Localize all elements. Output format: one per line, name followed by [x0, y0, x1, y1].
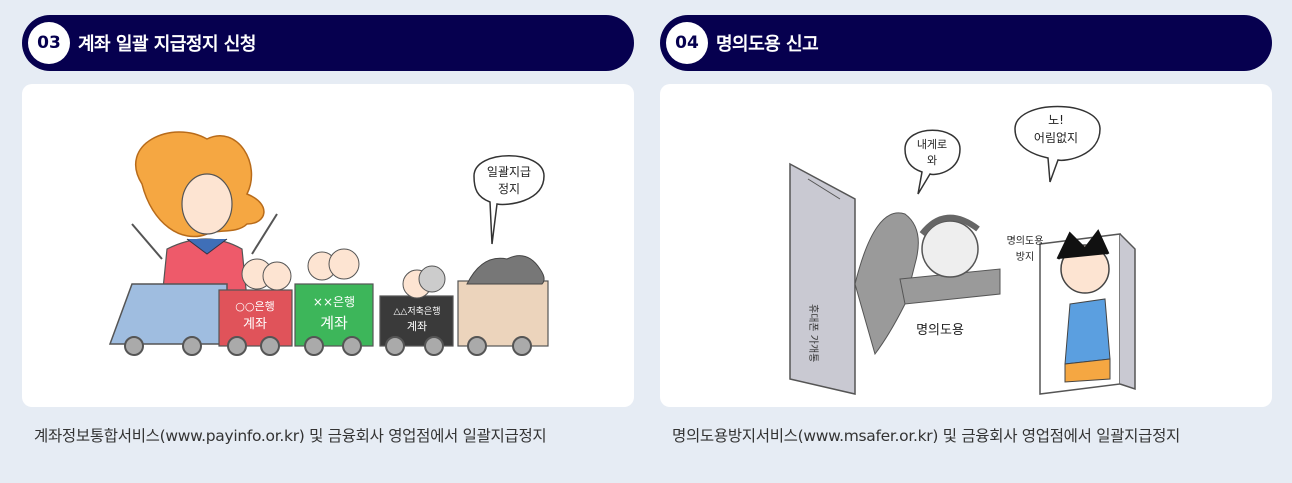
bubble-right-line-1: 노! [1048, 113, 1064, 127]
car-3-label-top: △△저축은행 [394, 305, 441, 317]
bubble-right-line-2: 어림없지 [1034, 131, 1078, 145]
card-header: 03 계좌 일괄 지급정지 신청 [22, 15, 634, 71]
bubble-line-2: 정지 [498, 182, 520, 196]
card-account-suspension: 03 계좌 일괄 지급정지 신청 [22, 15, 634, 449]
bottom-label: 명의도용 [916, 323, 964, 338]
card-identity-theft-report: 04 명의도용 신고 휴대폰 가개통 내게로 와 [660, 15, 1272, 449]
middle-sign-line-1: 명의도용 [1007, 235, 1044, 247]
car-2-label-bottom: 계좌 [320, 314, 348, 332]
car-2-label-top: ××은행 [313, 294, 355, 309]
car-1-label-bottom: 계좌 [243, 317, 267, 332]
bubble-left-line-2: 와 [927, 154, 937, 167]
bubble-left-line-1: 내게로 [917, 138, 947, 151]
car-1-label-top: ○○은행 [235, 300, 274, 313]
illustration-train: ○○은행 계좌 ××은행 계좌 △△저축은행 계좌 일괄지급 정지 [22, 84, 634, 407]
illustration-phones: 휴대폰 가개통 내게로 와 노! 어림없지 명의도용 방지 [660, 84, 1272, 407]
card-title: 명의도용 신고 [716, 34, 819, 55]
card-title: 계좌 일괄 지급정지 신청 [78, 34, 256, 55]
card-header: 04 명의도용 신고 [660, 15, 1272, 71]
bubble-line-1: 일괄지급 [487, 165, 531, 179]
car-2 [294, 283, 374, 347]
middle-sign-line-2: 방지 [1016, 251, 1034, 263]
car-1 [218, 289, 293, 347]
left-phone-sign: 휴대폰 가개통 [807, 304, 819, 362]
step-number-badge: 04 [666, 22, 708, 64]
car-3-label-bottom: 계좌 [407, 320, 427, 333]
card-description: 명의도용방지서비스(www.msafer.or.kr) 및 금융회사 영업점에서… [672, 427, 1180, 445]
card-description: 계좌정보통합서비스(www.payinfo.or.kr) 및 금융회사 영업점에… [34, 427, 547, 445]
step-number-badge: 03 [28, 22, 70, 64]
